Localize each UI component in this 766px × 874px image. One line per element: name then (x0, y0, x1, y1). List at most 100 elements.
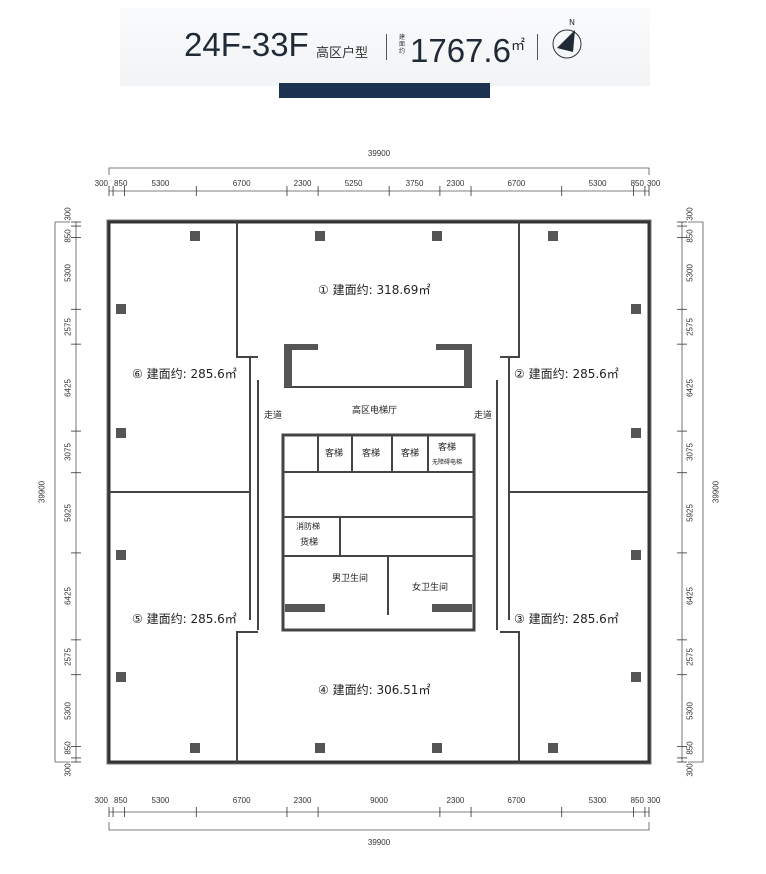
unit-5-label: ⑤ 建面约: 285.6㎡ (132, 612, 237, 626)
structural-column (548, 743, 558, 753)
dimension-label: 6700 (507, 796, 526, 805)
dimension-label: 300 (94, 796, 108, 805)
dimension-label: 850 (685, 229, 695, 243)
floor-range-title: 24F-33F (184, 26, 309, 63)
unit-1-label: ① 建面约: 318.69㎡ (318, 283, 431, 297)
dimension-label: 2300 (293, 796, 312, 805)
total-dimension-label: 39900 (37, 480, 47, 504)
mens-restroom-label: 男卫生间 (332, 574, 369, 584)
dimension-label: 850 (114, 179, 128, 188)
elevator-4-label: 客梯 (438, 443, 457, 453)
structural-column (631, 550, 641, 560)
dimension-label: 300 (646, 179, 661, 188)
dimension-label: 2300 (293, 179, 312, 188)
dimension-label: 2575 (63, 648, 73, 667)
dimension-label: 2300 (446, 796, 465, 805)
structural-column (631, 672, 641, 682)
structural-column (190, 743, 200, 753)
structural-column (190, 231, 200, 241)
structural-column (116, 428, 126, 438)
dimension-label: 3750 (405, 179, 424, 188)
area-unit: ㎡ (510, 37, 525, 53)
dimension-label: 6425 (63, 587, 73, 606)
divider (537, 34, 538, 60)
unit-2-label: ② 建面约: 285.6㎡ (514, 367, 619, 381)
dimension-label: 5925 (63, 503, 73, 522)
unit-type-label: 高区户型 (316, 46, 369, 61)
structural-column (631, 304, 641, 314)
dimension-label: 850 (63, 229, 73, 243)
dimension-label: 5300 (685, 264, 695, 283)
dimension-label: 850 (114, 796, 128, 805)
dimension-label: 2575 (685, 648, 695, 667)
divider (386, 34, 387, 60)
compass-label: N (569, 18, 575, 27)
structural-column (432, 231, 442, 241)
dimension-label: 2575 (685, 317, 695, 336)
dimension-label: 850 (630, 179, 644, 188)
corridor-right-label: 走道 (474, 411, 493, 421)
total-dimension-label: 39900 (711, 480, 721, 504)
dimension-label: 5300 (151, 179, 170, 188)
structural-column (116, 672, 126, 682)
dimension-label: 5300 (588, 179, 607, 188)
structural-column (548, 231, 558, 241)
corridor-left-label: 走道 (264, 411, 283, 421)
fire-elevator-label: 消防梯 (296, 522, 320, 531)
dimension-label: 6425 (63, 378, 73, 397)
unit-6-label: ⑥ 建面约: 285.6㎡ (132, 367, 237, 381)
structural-column (116, 550, 126, 560)
structural-column (116, 304, 126, 314)
columns (116, 231, 641, 753)
dimension-label: 850 (685, 741, 695, 755)
north-compass-icon: N (549, 18, 585, 60)
lobby-label: 高区电梯厅 (352, 406, 398, 416)
womens-restroom-label: 女卫生间 (412, 583, 449, 593)
dimension-label: 9000 (370, 796, 388, 805)
dimension-label: 5925 (685, 503, 695, 522)
dimension-label: 300 (685, 763, 695, 777)
dimension-label: 2300 (446, 179, 465, 188)
dimension-label: 6700 (232, 796, 251, 805)
dimension-label: 300 (63, 763, 73, 777)
dimension-label: 6425 (685, 587, 695, 606)
area-value: 1767.6 (410, 32, 511, 69)
dimension-label: 850 (63, 741, 73, 755)
structural-column (315, 743, 325, 753)
dimension-label: 300 (685, 207, 695, 221)
structural-column (432, 743, 442, 753)
total-dimension-label: 39900 (367, 149, 391, 158)
dimension-label: 3075 (63, 442, 73, 461)
dimension-label: 5300 (588, 796, 607, 805)
structural-column (631, 428, 641, 438)
elevator-1-label: 客梯 (325, 449, 344, 459)
accent-bar (279, 83, 490, 98)
partitions (109, 222, 649, 762)
structural-column (315, 231, 325, 241)
accessible-elevator-label: 无障碍电梯 (432, 459, 463, 466)
dimension-label: 2575 (63, 317, 73, 336)
dimension-label: 5300 (685, 701, 695, 720)
elevator-3-label: 客梯 (401, 449, 420, 459)
dimension-label: 300 (646, 796, 661, 805)
dimension-label: 5250 (344, 179, 363, 188)
dimension-label: 850 (630, 796, 644, 805)
freight-elevator-label: 货梯 (300, 538, 319, 548)
total-area: 1767.6㎡ (410, 26, 525, 70)
dimension-lines (54, 167, 704, 831)
unit-4-label: ④ 建面约: 306.51㎡ (318, 683, 431, 697)
unit-3-label: ③ 建面约: 285.6㎡ (514, 612, 619, 626)
dimension-label: 300 (94, 179, 108, 188)
dimension-label: 3075 (685, 442, 695, 461)
elevator-2-label: 客梯 (362, 449, 381, 459)
core-shafts (284, 344, 472, 612)
dimension-label: 6700 (232, 179, 251, 188)
dimension-label: 5300 (63, 701, 73, 720)
total-dimension-label: 39900 (367, 838, 391, 847)
dimension-label: 5300 (151, 796, 170, 805)
dimension-label: 6425 (685, 378, 695, 397)
dimension-label: 300 (63, 207, 73, 221)
area-prefix: 建面约 (399, 34, 406, 55)
dimension-label: 5300 (63, 264, 73, 283)
